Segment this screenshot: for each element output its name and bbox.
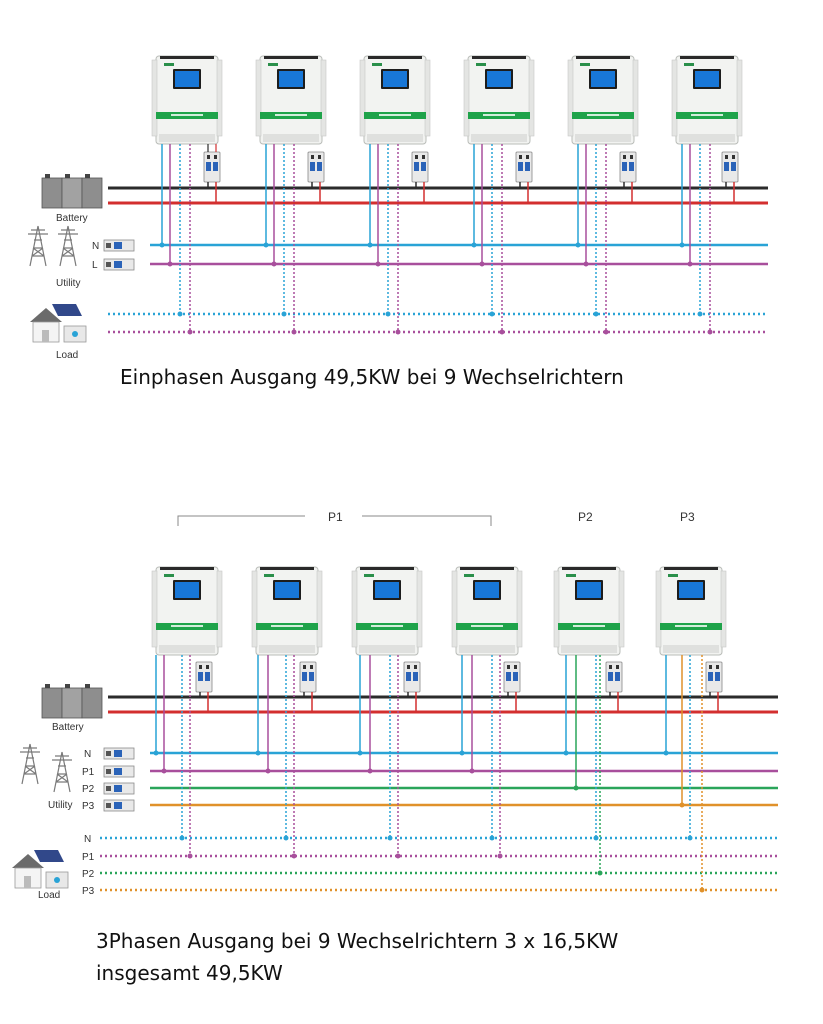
breaker-icon — [103, 799, 135, 812]
utility-p3-label: P3 — [82, 801, 95, 812]
inverter-unit — [151, 566, 223, 856]
load-label: Load — [56, 350, 78, 361]
breaker-icon — [103, 782, 135, 795]
top-diagram: Battery Utility N L Load — [27, 55, 768, 361]
phase-group-p2: P2 — [578, 510, 593, 524]
bottom-diagram: P1 P2 P3 Battery Utility N P1 P2 P3 Load… — [11, 510, 778, 901]
inverter-unit — [451, 566, 523, 856]
phase-group-bracket — [177, 515, 492, 526]
load-p1-label: P1 — [82, 852, 95, 863]
bottom-caption-line-2: insgesamt 49,5KW — [96, 961, 283, 985]
battery-label: Battery — [52, 722, 84, 733]
utility-label: Utility — [48, 800, 72, 811]
breaker-icon — [103, 747, 135, 760]
utility-l-label: L — [92, 260, 98, 271]
power-tower-icon — [51, 751, 73, 793]
load-label: Load — [38, 890, 60, 901]
house-solar-icon — [11, 849, 69, 889]
breaker-icon — [103, 258, 135, 271]
inverter-unit — [151, 55, 223, 332]
inverter-unit — [671, 55, 743, 332]
inverter-unit — [255, 55, 327, 332]
load-p2-label: P2 — [82, 869, 95, 880]
inverter-unit — [463, 55, 535, 332]
utility-p2-label: P2 — [82, 784, 95, 795]
power-tower-icon — [27, 225, 49, 267]
power-tower-icon — [19, 743, 41, 785]
inverter-unit — [655, 566, 727, 890]
house-solar-icon — [29, 303, 87, 343]
battery-icon — [41, 683, 103, 719]
inverter-unit — [351, 566, 423, 856]
bottom-caption-line-1: 3Phasen Ausgang bei 9 Wechselrichtern 3 … — [96, 929, 619, 953]
bottom-caption: 3Phasen Ausgang bei 9 Wechselrichtern 3 … — [96, 925, 796, 989]
inverter-unit — [567, 55, 639, 332]
utility-n-label: N — [92, 241, 99, 252]
utility-n-label: N — [84, 749, 91, 760]
load-n-label: N — [84, 834, 91, 845]
inverter-unit — [359, 55, 431, 332]
power-tower-icon — [57, 225, 79, 267]
inverter-unit — [251, 566, 323, 856]
battery-icon — [41, 173, 103, 209]
utility-label: Utility — [56, 278, 80, 289]
phase-group-p3: P3 — [680, 510, 695, 524]
battery-label: Battery — [56, 213, 88, 224]
load-p3-label: P3 — [82, 886, 95, 897]
breaker-icon — [103, 239, 135, 252]
inverter-unit — [553, 566, 625, 873]
breaker-icon — [103, 765, 135, 778]
top-caption: Einphasen Ausgang 49,5KW bei 9 Wechselri… — [120, 365, 624, 389]
phase-group-p1: P1 — [328, 510, 343, 524]
utility-p1-label: P1 — [82, 767, 95, 778]
